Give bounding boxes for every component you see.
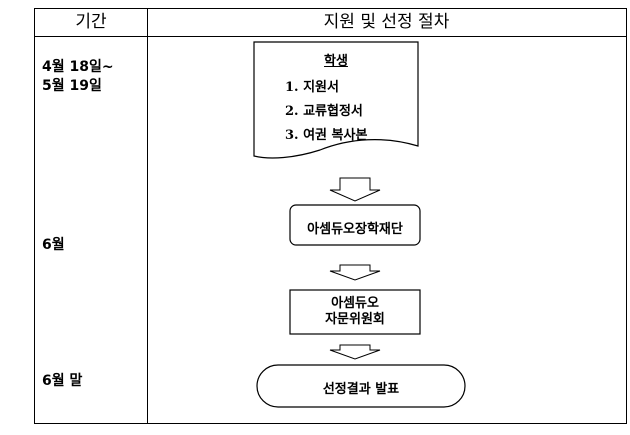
header-divider — [35, 36, 626, 37]
header-period: 기간 — [75, 12, 107, 32]
document-item-2: 2. 교류협정서 — [285, 104, 363, 119]
period-june: 6월 — [42, 237, 65, 253]
document-title: 학생 — [324, 54, 348, 69]
document-item-3: 3. 여권 복사본 — [285, 128, 368, 143]
step-committee-label: 아셈듀오 자문위원회 — [290, 296, 420, 328]
period-application: 4월 18일~ 5월 19일 — [42, 58, 114, 96]
procedure-table: 기간 지원 및 선정 절차 — [34, 8, 627, 424]
column-divider — [147, 9, 148, 423]
period-end-june: 6월 말 — [42, 373, 83, 389]
step-foundation-box — [289, 204, 421, 246]
step-committee-box — [289, 289, 421, 335]
step-committee-line2: 자문위원회 — [325, 312, 385, 327]
document-shape — [253, 41, 419, 159]
header-process: 지원 및 선정 절차 — [323, 12, 450, 32]
terminal-label: 선정결과 발표 — [322, 382, 400, 397]
step-committee-line1: 아셈듀오 — [331, 296, 379, 311]
arrow-down-1 — [329, 177, 381, 202]
document-item-1: 1. 지원서 — [285, 80, 339, 95]
arrow-down-2 — [329, 264, 381, 281]
period-application-start: 4월 18일~ — [42, 59, 114, 75]
arrow-down-3 — [329, 344, 381, 360]
step-foundation-label: 아셈듀오장학재단 — [307, 222, 403, 237]
terminal-shape — [256, 364, 466, 408]
period-application-end: 5월 19일 — [42, 78, 102, 94]
